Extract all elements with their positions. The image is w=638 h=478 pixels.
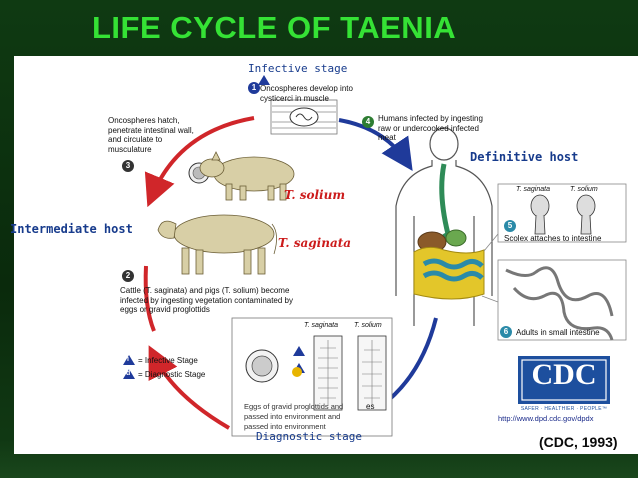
proglottid-saginata-label: T. saginata [304,322,338,329]
step-6-text: Adults in small intestine [516,328,600,337]
arrow-red-upper [144,116,255,208]
cdc-url: http://www.dpd.cdc.gov/dpdx [498,414,594,423]
stomach [445,229,467,247]
species-saginata-label: T. saginata [278,236,352,250]
proglottid-solium-label: T. solium [354,322,382,329]
step-6-badge: 6 [500,326,512,338]
pig-illustration [199,151,295,201]
cycle-arrows [123,75,627,437]
small-intestine [422,258,484,282]
cdc-logo-text: CDC [531,358,597,391]
step-3-badge: 3 [122,160,134,172]
species-solium-label: T. solium [284,188,346,202]
life-cycle-diagram: Infective stage Diagnostic stage Definit… [10,56,638,454]
step-4-badge: 4 [362,116,374,128]
cdc-logo [518,356,610,404]
legend-diagnostic: = Diagnostic Stage [138,370,206,379]
cdc-tagline: SAFER · HEALTHIER · PEOPLE™ [520,406,608,412]
scolex-inset [497,183,627,243]
arrow-red-left [143,265,156,332]
step-4-text: Humans infected by ingesting raw or unde… [378,114,483,142]
slide-title: LIFE CYCLE OF TAENIA [92,10,457,45]
eggs-note: Eggs of gravid proglottids and passed in… [244,402,344,431]
intermediate-host-label: Intermediate host [10,222,133,236]
legend-infective-marker: i [127,356,129,363]
definitive-host-label: Definitive host [470,150,579,164]
step-2-badge: 2 [122,270,134,282]
diagnostic-marker-triangle [123,369,135,379]
step-3-text: Oncospheres hatch, penetrate intestinal … [108,116,194,154]
arrow-blue-upper [338,118,413,171]
scolex-solium-label: T. solium [570,186,598,193]
step-1-badge: 1 [248,82,260,94]
scolex-saginata-label: T. saginata [516,186,550,193]
citation: (CDC, 1993) [539,434,618,450]
egg-caption-tail: es [366,402,375,411]
legend-diagnostic-marker: d [126,370,131,377]
legend-infective: = Infective Stage [138,356,198,365]
step-2-text: Cattle (T. saginata) and pigs (T. solium… [120,286,294,314]
step-5-badge: 5 [504,220,516,232]
cow-illustration [157,214,277,275]
step-5-text: Scolex attaches to intestine [504,234,602,243]
infective-stage-label: Infective stage [248,62,348,75]
step-1-text: Oncospheres develop into cysticerci in m… [260,84,353,103]
infective-marker-triangle [123,355,135,365]
arrow-red-lower [148,345,231,430]
tapeworm-adults [505,266,614,341]
diagnostic-stage-label: Diagnostic stage [256,430,362,443]
